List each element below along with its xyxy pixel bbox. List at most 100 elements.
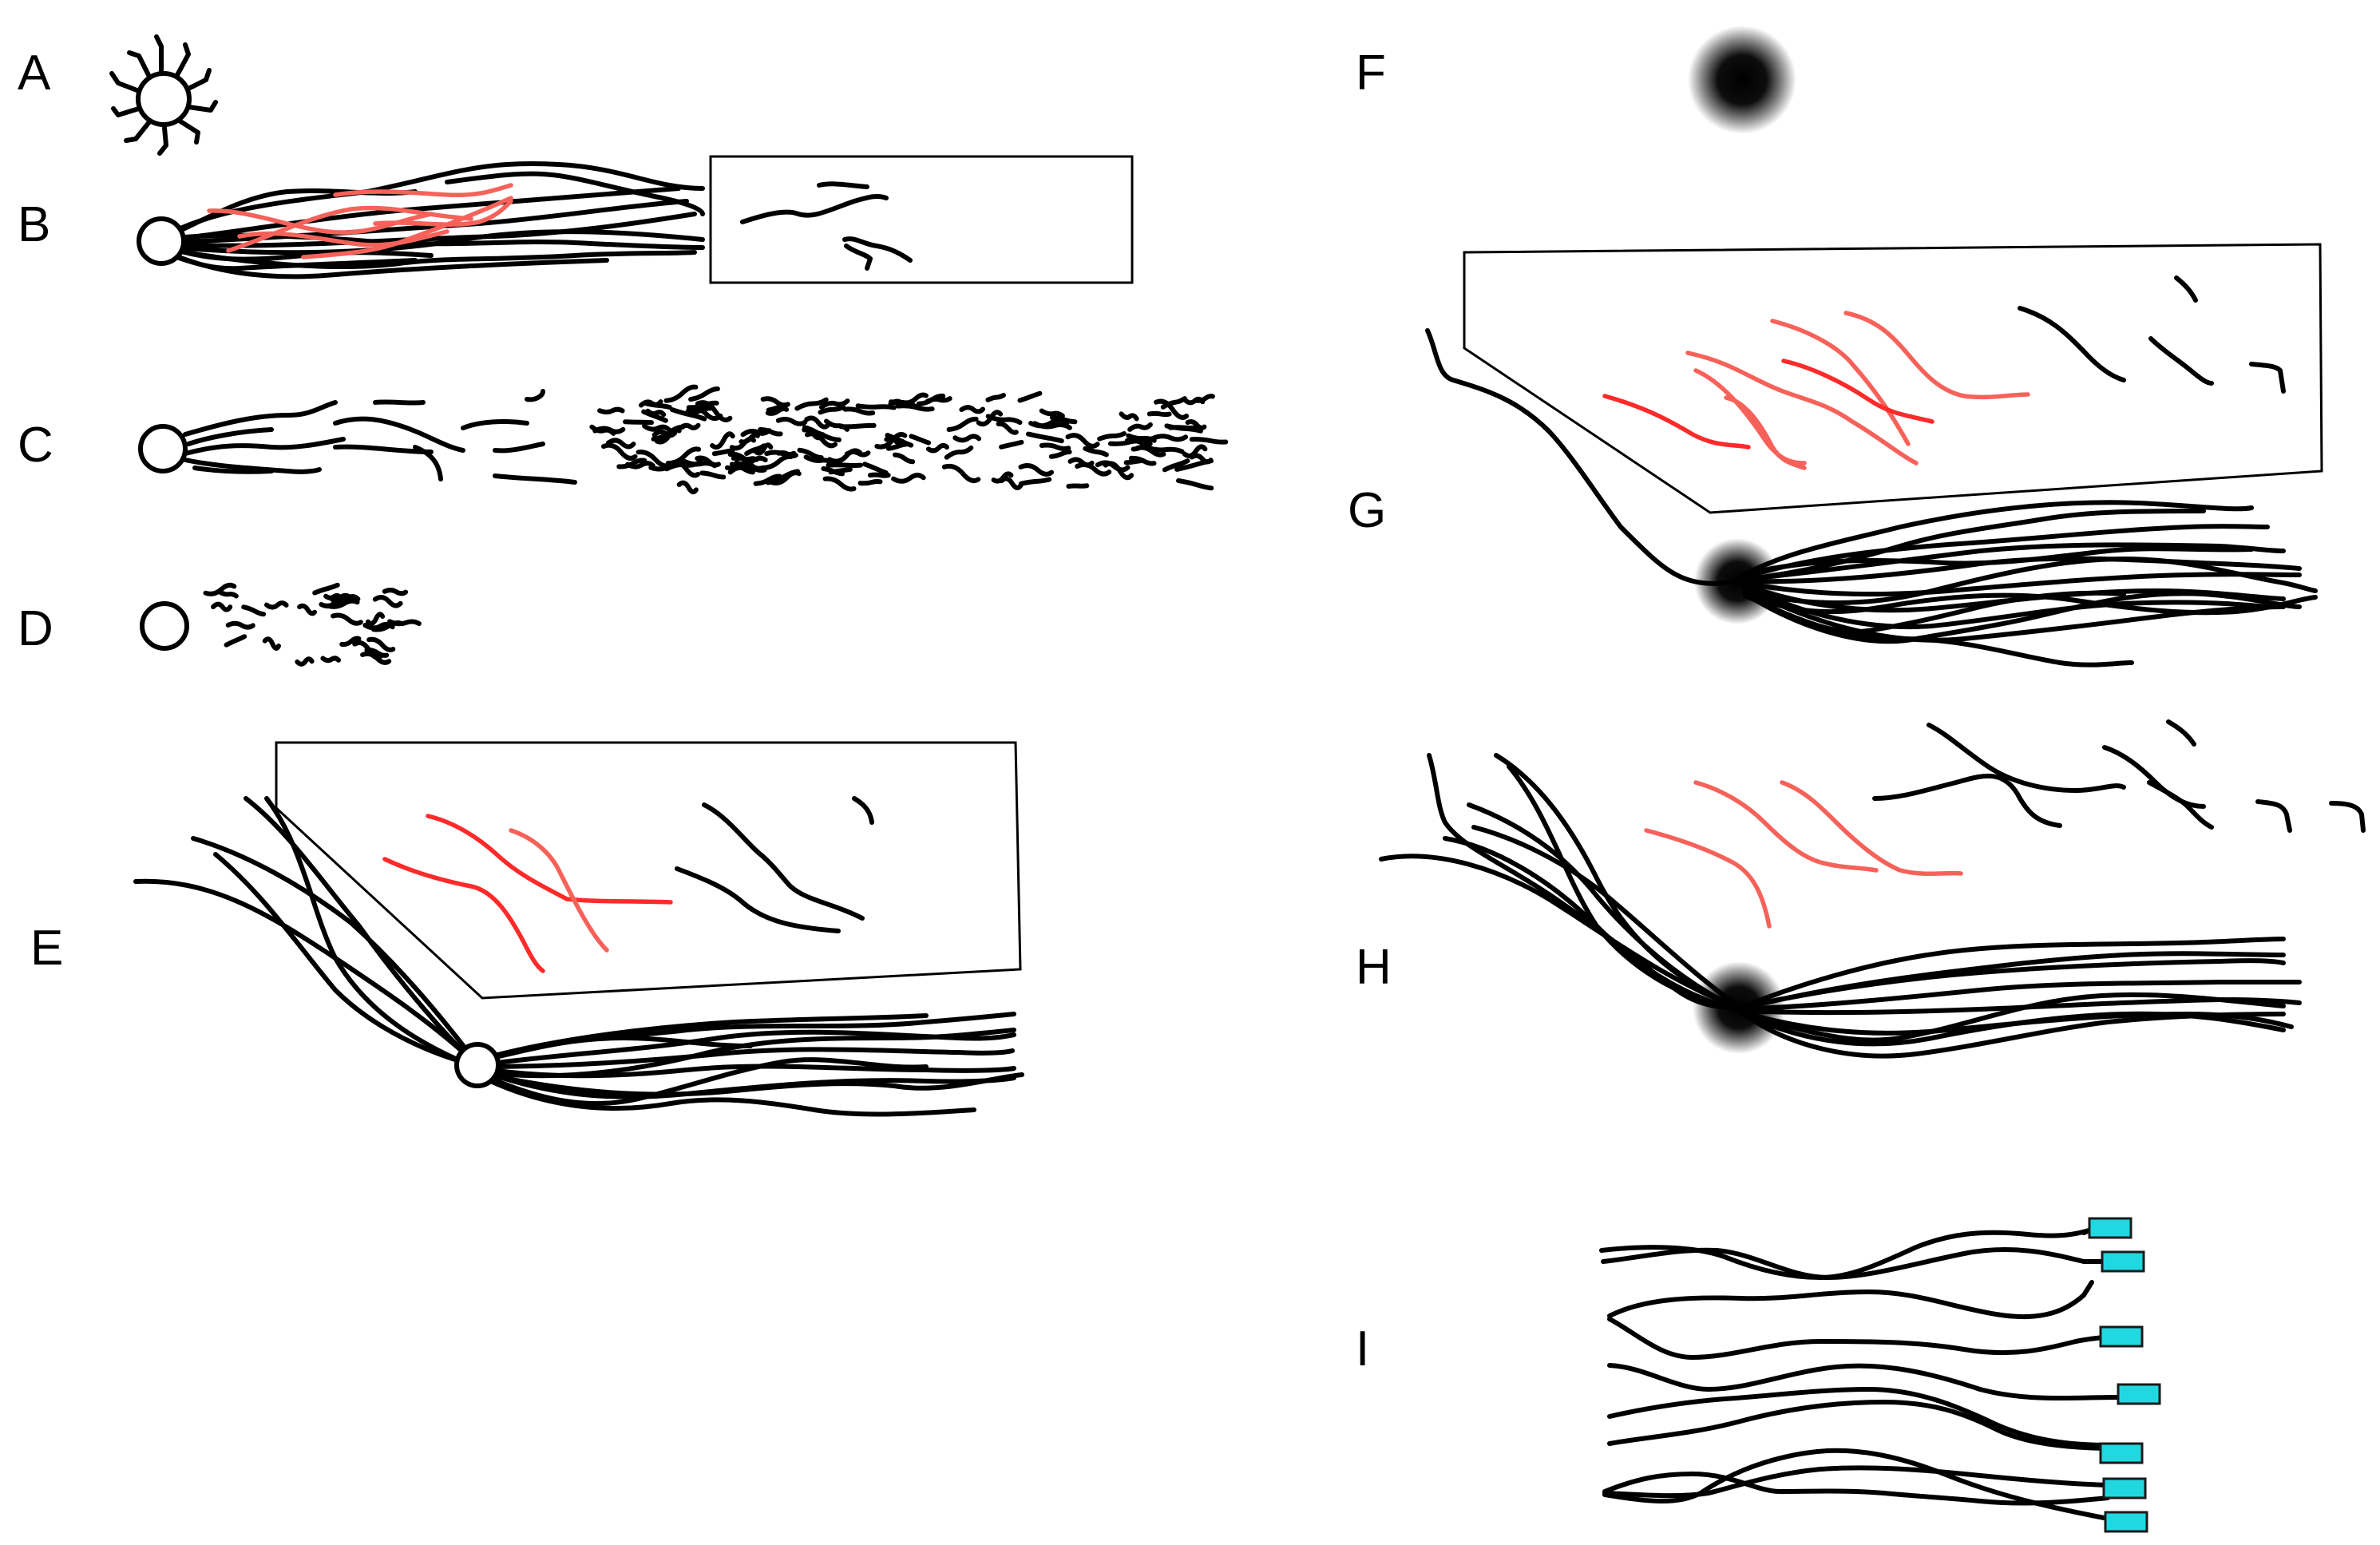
fiber-fragment xyxy=(645,408,667,418)
fiber-fragment xyxy=(1039,408,1065,418)
fiber-fragment xyxy=(1097,431,1127,442)
fiber-fragment xyxy=(651,424,686,442)
fiber-fragment xyxy=(387,619,422,627)
panel-h-fibers-and-fragments xyxy=(1644,719,2366,929)
panel-g-inset-box xyxy=(1463,243,2323,514)
fiber-fragment xyxy=(333,416,465,453)
fiber-fragment xyxy=(688,386,720,402)
fiber-fragment xyxy=(663,384,699,403)
fiber-fragment xyxy=(761,454,794,470)
fiber-fragment xyxy=(1048,450,1072,459)
fiber-fragment xyxy=(203,582,237,596)
fiber-fragment xyxy=(739,433,760,445)
fiber-fragment xyxy=(1095,460,1131,473)
fiber-fragment xyxy=(1039,442,1071,451)
fiber-fragment xyxy=(325,598,360,609)
tag-marker xyxy=(2104,1511,2148,1533)
fiber-fragment xyxy=(331,612,363,626)
fiber-fragment xyxy=(818,404,846,415)
fiber-fragment xyxy=(320,656,341,664)
fiber-fragment xyxy=(183,437,346,456)
fiber-fragment xyxy=(606,438,636,450)
fiber-fragment xyxy=(1182,444,1208,458)
fiber-fragment xyxy=(842,406,876,416)
fiber-fragment xyxy=(1162,458,1190,473)
fiber-fragment xyxy=(297,603,317,616)
fiber-fragment xyxy=(670,407,707,422)
fiber-fragment xyxy=(295,656,315,667)
panel-h-blurred-cell-with-fibers xyxy=(1379,753,2302,1059)
panel-label-d: D xyxy=(18,601,53,656)
panel-a-cell xyxy=(109,34,218,156)
fiber-fragment xyxy=(855,403,897,410)
fiber-fragment xyxy=(889,399,921,410)
fiber-fragment xyxy=(1083,446,1109,458)
fiber-fragment xyxy=(804,415,830,430)
fiber-fragment xyxy=(183,400,338,437)
fiber-fragment xyxy=(952,434,982,443)
fiber-fragment xyxy=(752,442,774,456)
fiber-fragment xyxy=(262,636,281,651)
panel-label-c: C xyxy=(18,418,53,473)
fiber-fragment xyxy=(1017,390,1043,403)
fiber-fragment xyxy=(775,416,808,426)
fiber-fragment xyxy=(1026,431,1064,444)
panel-e-inset-box xyxy=(275,741,1022,1000)
fiber-fragment xyxy=(740,428,772,438)
fiber-fragment xyxy=(805,431,838,449)
fiber-fragment xyxy=(352,640,384,660)
fiber-fragment xyxy=(985,393,1006,402)
panel-b-inset-box xyxy=(709,155,1134,284)
fiber-fragment xyxy=(1075,462,1112,477)
fiber-fragment xyxy=(241,604,267,617)
fiber-fragment xyxy=(857,478,883,486)
fiber-fragment xyxy=(493,442,545,454)
panel-label-i: I xyxy=(1356,1321,1369,1377)
fiber-fragment xyxy=(996,421,1019,435)
fiber-fragment xyxy=(333,444,434,454)
fiber-fragment xyxy=(186,427,274,446)
fiber-fragment xyxy=(710,431,735,450)
fiber-fragment xyxy=(1119,411,1139,422)
panel-label-b: B xyxy=(18,197,50,252)
fiber-fragment xyxy=(192,465,274,474)
fiber-fragment xyxy=(616,458,647,469)
fiber-fragment xyxy=(764,450,797,458)
fiber-fragment xyxy=(844,450,871,458)
fiber-fragment xyxy=(909,434,931,446)
fiber-fragment xyxy=(1018,463,1055,477)
fiber-fragment xyxy=(1154,398,1190,420)
tag-marker xyxy=(2088,1217,2132,1239)
panel-c-fragments xyxy=(183,384,1229,495)
fiber-fragment xyxy=(461,419,529,430)
fiber-fragment xyxy=(312,582,340,596)
fiber-fragment xyxy=(744,443,766,457)
fiber-fragment xyxy=(1128,455,1157,466)
panel-c-fragmented-fibers xyxy=(138,424,188,473)
fiber-fragment xyxy=(794,397,829,411)
fiber-fragment xyxy=(959,405,985,414)
fiber-fragment xyxy=(925,442,949,454)
tag-marker xyxy=(2099,1442,2144,1464)
fiber-fragment xyxy=(1185,419,1207,430)
fiber-fragment xyxy=(862,462,889,476)
fiber-fragment xyxy=(758,427,783,437)
fiber-fragment xyxy=(822,476,857,492)
fiber-fragment xyxy=(999,476,1024,490)
panel-label-a: A xyxy=(18,46,51,101)
fiber-fragment xyxy=(946,416,979,432)
fiber-fragment xyxy=(525,389,545,402)
fiber-fragment xyxy=(211,601,233,612)
fiber-fragment xyxy=(695,455,721,468)
panel-e-cell-with-fibers xyxy=(133,796,1024,1117)
fiber-fragment xyxy=(893,452,916,465)
fiber-fragment xyxy=(601,442,638,461)
fiber-fragment xyxy=(802,427,842,442)
fiber-fragment xyxy=(1182,396,1206,406)
fiber-fragment xyxy=(1127,422,1153,432)
tag-marker xyxy=(2099,1325,2144,1348)
fiber-fragment xyxy=(874,432,908,450)
fiber-fragment xyxy=(493,473,577,485)
fiber-fragment xyxy=(818,398,850,410)
panel-b-cell-with-fibers xyxy=(137,160,705,279)
